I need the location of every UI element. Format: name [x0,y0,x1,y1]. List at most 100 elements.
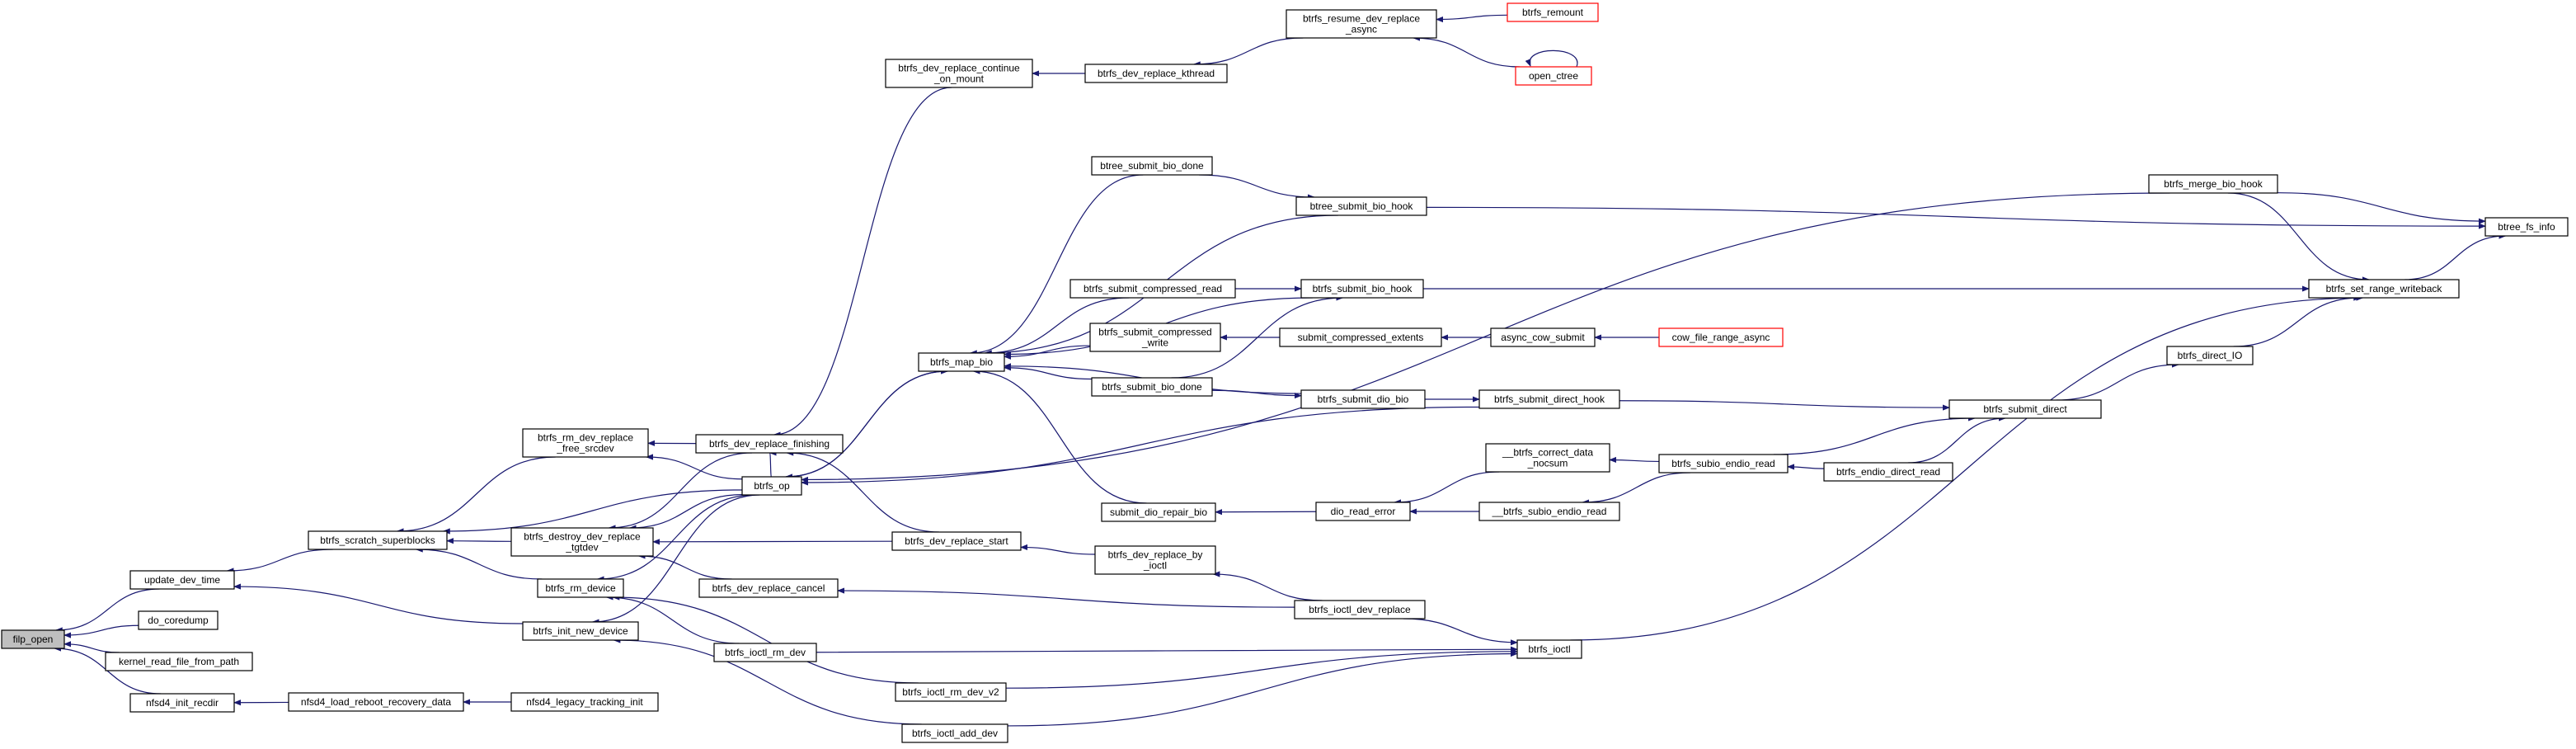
node-btrfs-destroy-dev-replace-tgtdev[interactable]: btrfs_destroy_dev_replace_tgtdev [510,527,654,557]
node-btrfs-submit-dio-bio[interactable]: btrfs_submit_dio_bio [1300,389,1426,409]
node-btrfs-ioctl-rm-dev-v2[interactable]: btrfs_ioctl_rm_dev_v2 [895,682,1007,702]
node-label: nfsd4_legacy_tracking_init [526,696,643,708]
node-btrfs-submit-compressed-write[interactable]: btrfs_submit_compressed_write [1089,323,1221,352]
call-edge-btrfs-subio-endio-read-to-btrfs-subio-endio-read [1582,472,1690,506]
call-edge-kernel-read-file-from-path-to-filp-open [63,641,120,653]
node-label: btrfs_merge_bio_hook [2164,178,2263,190]
node-btrfs-resume-dev-replace-async[interactable]: btrfs_resume_dev_replace_async [1286,9,1437,39]
node-btrfs-ioctl-rm-dev[interactable]: btrfs_ioctl_rm_dev [713,643,817,662]
node-btrfs-merge-bio-hook[interactable]: btrfs_merge_bio_hook [2148,174,2278,194]
node-box [1823,462,1953,482]
call-edge-btrfs-ioctl-to-btrfs-set-range-writeback [1570,294,2364,641]
call-edge-btrfs-dev-replace-start-to-btrfs-destroy-dev-replace-tgtdev [652,539,893,545]
node-btrfs-map-bio[interactable]: btrfs_map_bio [918,352,1005,372]
node-do-coredump[interactable]: do_coredump [138,610,219,630]
node-box [129,570,235,590]
node-btrfs-correct-data-nocsum[interactable]: __btrfs_correct_data_nocsum [1485,443,1610,473]
call-edge-btrfs-endio-direct-read-to-btrfs-subio-endio-read [1787,464,1825,470]
node-btree-submit-bio-hook[interactable]: btree_submit_bio_hook [1295,196,1427,216]
node-box [1089,323,1221,352]
node-nfsd4-init-recdir[interactable]: nfsd4_init_recdir [129,693,235,713]
node-label: dio_read_error [1331,506,1396,517]
node-box [138,610,219,630]
node-btrfs-endio-direct-read[interactable]: btrfs_endio_direct_read [1823,462,1953,482]
call-edge-btrfs-op-to-btrfs-destroy-dev-replace-tgtdev [628,494,743,531]
node-nfsd4-load-reboot-recovery-data[interactable]: nfsd4_load_reboot_recovery_data [288,692,464,712]
node-label: btrfs_submit_compressed_read [1084,283,1222,294]
node-btrfs-dev-replace-continue-on-mount[interactable]: btrfs_dev_replace_continue_on_mount [885,59,1033,88]
node-label: btrfs_op [754,480,790,492]
call-edge-btrfs-scratch-superblocks-to-update-dev-time [226,549,333,574]
node-btrfs-ioctl[interactable]: btrfs_ioctl [1516,639,1582,659]
call-edge-btree-submit-bio-done-to-btrfs-map-bio [969,174,1144,356]
node-label: _nocsum [1527,458,1568,469]
node-btrfs-subio-endio-read[interactable]: __btrfs_subio_endio_read [1478,502,1620,521]
node-btrfs-op[interactable]: btrfs_op [741,476,802,496]
node-box [1948,399,2102,419]
node-cow-file-range-async[interactable]: cow_file_range_async [1658,327,1784,347]
node-box [1315,502,1411,521]
node-btrfs-init-new-device[interactable]: btrfs_init_new_device [522,621,639,641]
call-edge-btrfs-submit-compressed-write-to-btrfs-map-bio [1004,345,1091,360]
node-open-ctree[interactable]: open_ctree [1515,66,1592,86]
call-edge-btrfs-submit-direct-hook-to-btrfs-submit-direct [1619,400,1950,411]
node-btrfs-subio-endio-read[interactable]: btrfs_subio_endio_read [1658,454,1789,473]
node-btrfs-dev-replace-kthread[interactable]: btrfs_dev_replace_kthread [1084,64,1228,83]
node-label: btrfs_dev_replace_finishing [709,438,830,450]
call-edge-btree-submit-bio-hook-to-btree-fs-info [1426,206,2486,229]
node-update-dev-time[interactable]: update_dev_time [129,570,235,590]
node-btrfs-dev-replace-finishing[interactable]: btrfs_dev_replace_finishing [695,434,844,454]
node-btrfs-rm-dev-replace-free-srcdev[interactable]: btrfs_rm_dev_replace_free_srcdev [522,428,649,458]
node-nfsd4-legacy-tracking-init[interactable]: nfsd4_legacy_tracking_init [510,692,659,712]
node-btrfs-submit-compressed-read[interactable]: btrfs_submit_compressed_read [1069,279,1236,299]
call-edge-btrfs-ioctl-rm-dev-v2-to-btrfs-rm-device [612,594,919,684]
node-submit-dio-repair-bio[interactable]: submit_dio_repair_bio [1101,502,1216,522]
node-btrfs-dev-replace-start[interactable]: btrfs_dev_replace_start [891,531,1022,551]
call-edge-btrfs-resume-dev-replace-async-to-btrfs-dev-replace-kthread [1192,37,1304,68]
node-btrfs-submit-direct[interactable]: btrfs_submit_direct [1948,399,2102,419]
node-async-cow-submit[interactable]: async_cow_submit [1490,327,1596,347]
node-box [1,629,65,649]
call-edge-btrfs-ioctl-add-dev-to-btrfs-init-new-device [613,637,922,725]
call-edge-submit-dio-repair-bio-to-btrfs-map-bio [972,368,1147,504]
call-edge-btrfs-destroy-dev-replace-tgtdev-to-btrfs-scratch-superblocks [446,538,512,544]
node-box [510,527,654,557]
node-label: btrfs_set_range_writeback [2326,283,2443,294]
node-label: btrfs_dev_replace_kthread [1098,68,1215,79]
node-btrfs-scratch-superblocks[interactable]: btrfs_scratch_superblocks [308,530,448,550]
node-btrfs-ioctl-add-dev[interactable]: btrfs_ioctl_add_dev [901,723,1008,743]
node-btrfs-submit-direct-hook[interactable]: btrfs_submit_direct_hook [1478,389,1620,409]
node-btrfs-set-range-writeback[interactable]: btrfs_set_range_writeback [2308,279,2460,299]
node-btrfs-remount[interactable]: btrfs_remount [1507,2,1599,22]
node-label: submit_compressed_extents [1298,332,1424,343]
call-edge-btrfs-dev-replace-start-to-btrfs-dev-replace-finishing [786,450,939,533]
call-edge-btrfs-rm-dev-replace-free-srcdev-to-btrfs-scratch-superblocks [396,456,556,535]
node-box [918,352,1005,372]
call-edge-btrfs-submit-bio-done-to-btrfs-map-bio [1004,365,1093,380]
node-btrfs-dev-replace-cancel[interactable]: btrfs_dev_replace_cancel [698,578,839,598]
node-box [1658,454,1789,473]
node-btrfs-direct-io[interactable]: btrfs_direct_IO [2166,346,2254,365]
call-edge-btrfs-op-to-btrfs-map-bio [785,368,949,478]
node-btrfs-ioctl-dev-replace[interactable]: btrfs_ioctl_dev_replace [1294,600,1426,619]
node-box [1478,389,1620,409]
node-btrfs-submit-bio-done[interactable]: btrfs_submit_bio_done [1091,377,1213,397]
node-label: btrfs_subio_endio_read [1671,458,1775,469]
node-box [105,652,253,671]
call-edge-btrfs-ioctl-dev-replace-to-btrfs-dev-replace-by-ioctl [1212,571,1323,601]
node-kernel-read-file-from-path[interactable]: kernel_read_file_from_path [105,652,253,671]
node-label: btrfs_scratch_superblocks [320,535,435,546]
node-label: btrfs_dev_replace_cancel [712,582,825,594]
node-dio-read-error[interactable]: dio_read_error [1315,502,1411,521]
node-label: do_coredump [148,615,209,626]
node-filp-open[interactable]: filp_open [1,629,65,649]
node-btrfs-dev-replace-by-ioctl[interactable]: btrfs_dev_replace_by_ioctl [1094,545,1216,575]
call-edge-btrfs-dev-replace-by-ioctl-to-btrfs-dev-replace-start [1020,544,1096,555]
node-btree-submit-bio-done[interactable]: btree_submit_bio_done [1091,156,1213,176]
node-btrfs-submit-bio-hook[interactable]: btrfs_submit_bio_hook [1300,279,1424,299]
node-btrfs-rm-device[interactable]: btrfs_rm_device [537,578,624,598]
node-label: btrfs_submit_direct [1983,403,2067,415]
node-btree-fs-info[interactable]: btree_fs_info [2484,217,2569,237]
node-submit-compressed-extents[interactable]: submit_compressed_extents [1279,327,1442,347]
